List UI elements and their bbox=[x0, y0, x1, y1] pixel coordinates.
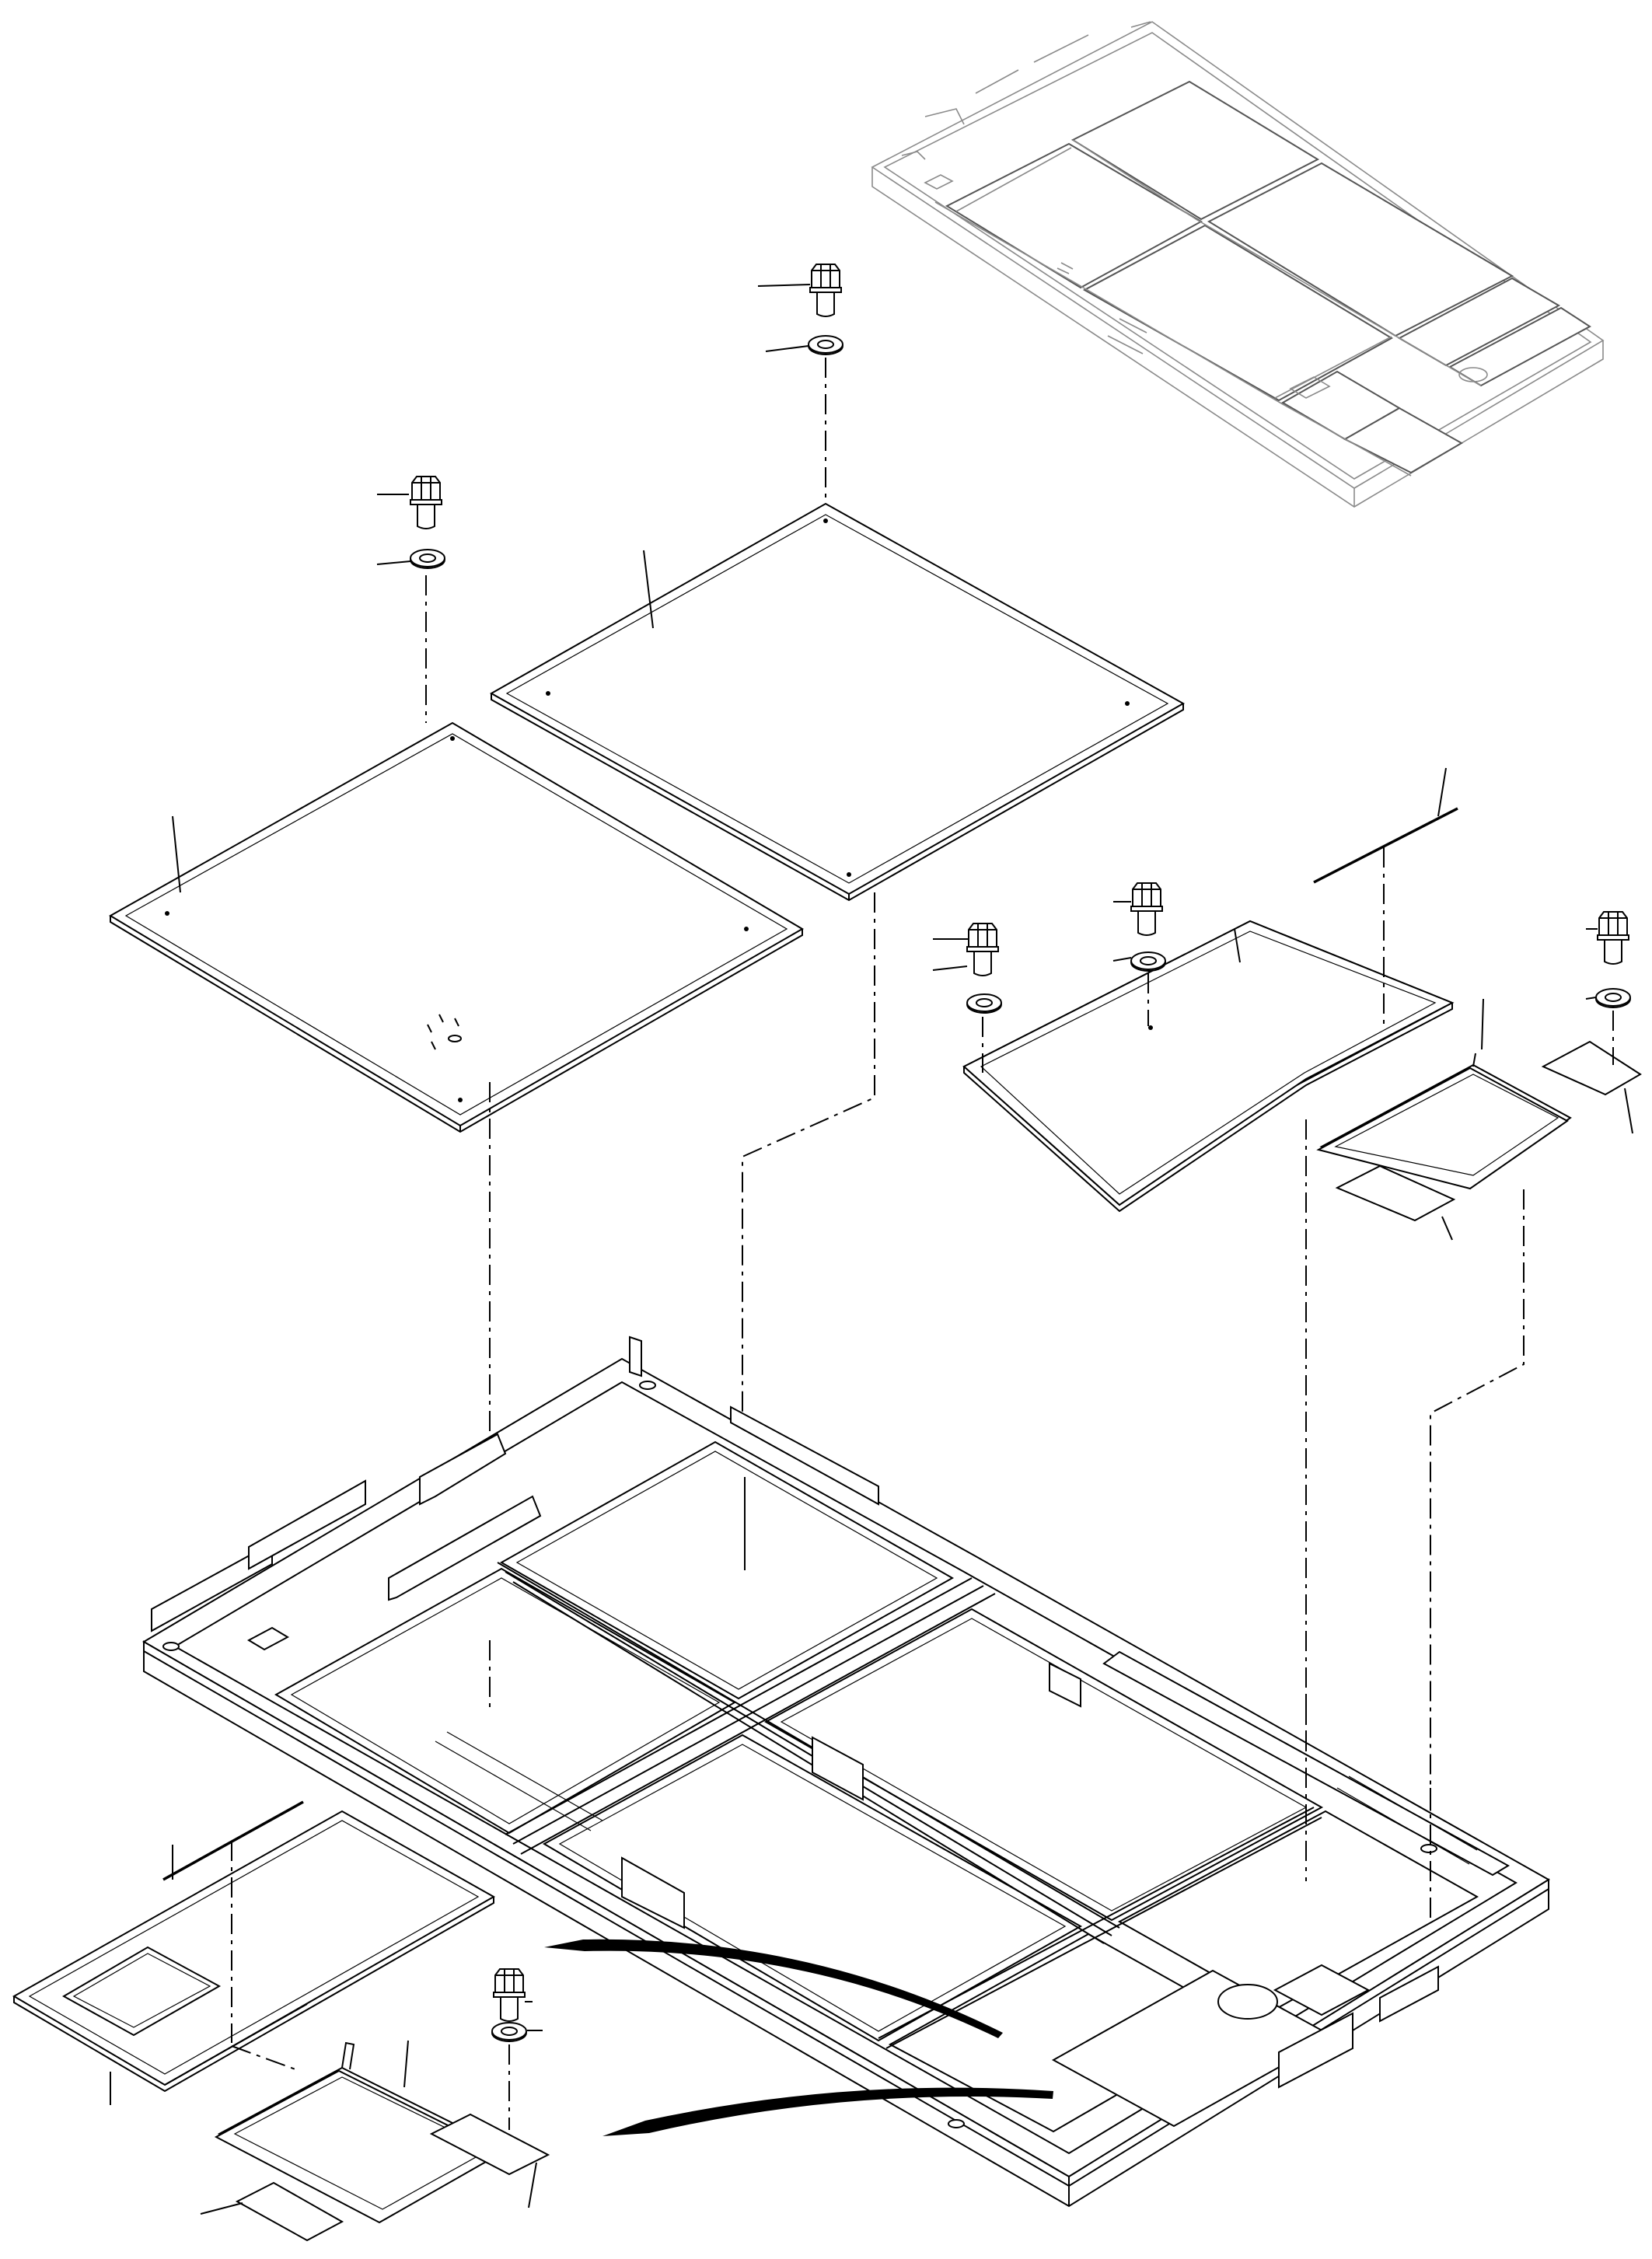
cover-plate bbox=[429, 2113, 550, 2176]
cover-plate bbox=[1335, 1164, 1456, 1222]
seal-strip bbox=[162, 1800, 304, 1881]
flat-washer bbox=[808, 335, 843, 355]
flat-washer bbox=[1130, 951, 1166, 972]
flat-washer bbox=[410, 549, 445, 569]
arrow bbox=[544, 1939, 1003, 2038]
main-frame-structure bbox=[142, 1335, 1550, 2208]
lower-left-floor-panel bbox=[12, 1810, 496, 2093]
hex-bolt bbox=[1130, 882, 1163, 936]
hex-bolt bbox=[809, 264, 842, 317]
right-floor-panel bbox=[962, 920, 1455, 1213]
callout-leaders bbox=[110, 284, 1633, 2215]
right-small-access-panel bbox=[1316, 1053, 1572, 1190]
upper-left-floor-panel bbox=[109, 721, 804, 1133]
hex-bolt bbox=[493, 1968, 526, 2022]
cover-plate bbox=[1541, 1040, 1642, 1096]
cover-plate bbox=[235, 2181, 344, 2242]
lower-left-small-access-panel bbox=[214, 2041, 508, 2224]
hex-bolt bbox=[1597, 911, 1629, 965]
seal-strip bbox=[1313, 807, 1458, 884]
upper-center-floor-panel bbox=[489, 502, 1186, 902]
arrow bbox=[602, 2087, 1053, 2136]
hex-bolt bbox=[410, 476, 442, 529]
hex-bolt bbox=[966, 923, 999, 976]
flat-washer bbox=[966, 993, 1002, 1014]
inset-assembled-view bbox=[871, 21, 1605, 508]
flat-washer bbox=[1595, 988, 1631, 1008]
flat-washer bbox=[491, 2022, 527, 2042]
